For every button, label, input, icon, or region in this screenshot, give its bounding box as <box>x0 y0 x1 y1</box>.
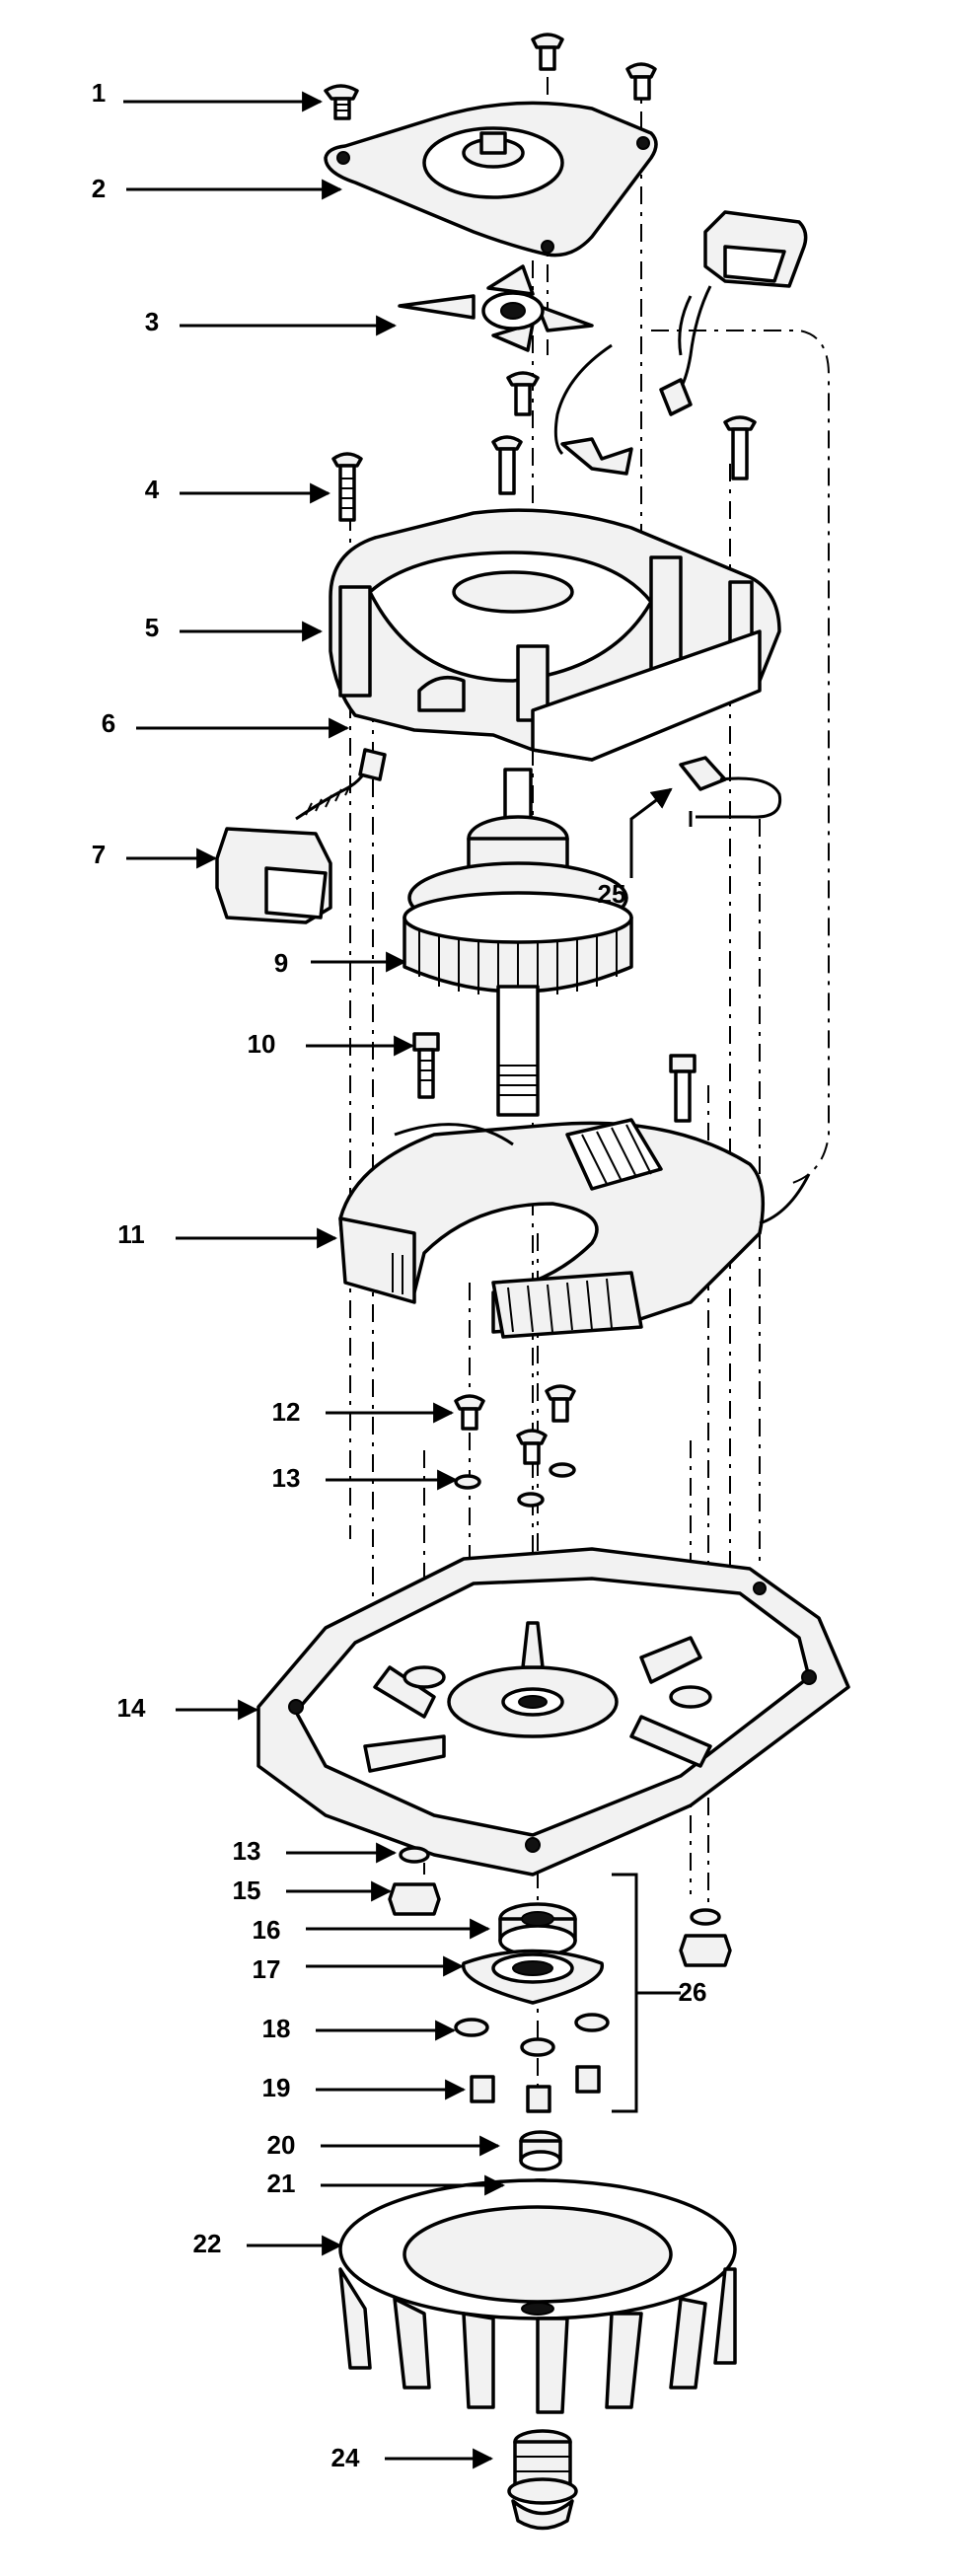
callout-number: 20 <box>267 2130 296 2160</box>
callout-number: 4 <box>145 475 160 504</box>
callout-14: 14 <box>117 1693 259 1723</box>
callout-number: 17 <box>253 1954 281 1984</box>
part-11-field-coil <box>338 1118 811 1339</box>
part-7-brush-block <box>215 827 332 924</box>
part-screw-top-center <box>531 33 564 71</box>
callout-10: 10 <box>248 1029 415 1059</box>
callout-24: 24 <box>331 2443 494 2472</box>
part-1-screw <box>324 84 359 120</box>
part-2-top-plate <box>324 101 658 258</box>
callout-number: 13 <box>272 1463 301 1493</box>
callout-number: 11 <box>117 1219 145 1249</box>
callout-number: 5 <box>145 613 159 642</box>
part-19-nuts <box>470 2065 601 2113</box>
callout-12: 12 <box>272 1397 455 1427</box>
callout-number: 16 <box>253 1915 281 1945</box>
callout-number: 3 <box>145 307 159 336</box>
part-10-bolt <box>412 1032 440 1099</box>
part-5-housing <box>329 508 781 762</box>
callout-number: 21 <box>267 2169 296 2198</box>
part-screw-top-right <box>625 62 657 101</box>
part-connector-plug <box>659 210 808 416</box>
callout-number: 14 <box>117 1693 146 1723</box>
part-screw-upper-center <box>491 371 757 495</box>
callout-6: 6 <box>102 708 350 739</box>
callout-2: 2 <box>92 174 343 203</box>
callout-22: 22 <box>193 2229 343 2258</box>
callout-number: 19 <box>262 2073 291 2102</box>
part-20-spacer <box>519 2130 562 2171</box>
callout-number: 22 <box>193 2229 222 2258</box>
part-18-washers <box>454 2013 610 2057</box>
callout-number: 6 <box>102 708 115 738</box>
part-13-washer-lower <box>399 1846 721 1926</box>
callout-number: 15 <box>233 1876 261 1905</box>
callout-labels: 1234567259101112131413151617261819202122… <box>92 78 707 2472</box>
part-4-screw <box>331 452 363 522</box>
callout-26: 26 <box>679 1977 707 2007</box>
callout-19: 19 <box>262 2073 467 2102</box>
part-24-coupler <box>507 2429 578 2531</box>
callout-16: 16 <box>253 1915 491 1945</box>
callout-15: 15 <box>233 1876 393 1905</box>
callout-number: 25 <box>598 879 626 909</box>
part-17-retainer <box>462 1949 604 2005</box>
part-6-brush-spring <box>295 748 387 821</box>
part-lead-wire <box>553 343 633 476</box>
callout-9: 9 <box>274 948 407 978</box>
part-3-impeller <box>398 264 594 352</box>
part-25-terminal <box>629 756 782 878</box>
callout-17: 17 <box>253 1954 465 1984</box>
part-16-bearing <box>498 1902 577 1957</box>
part-12-screws <box>454 1384 576 1465</box>
callout-3: 3 <box>145 307 398 336</box>
callout-18: 18 <box>262 2014 457 2043</box>
part-bolt-right <box>669 1054 696 1123</box>
callout-number: 26 <box>679 1977 707 2007</box>
callout-number: 18 <box>262 2014 291 2043</box>
callout-1: 1 <box>92 78 324 112</box>
callout-25: 25 <box>598 879 626 909</box>
part-26-bracket-group <box>612 1873 681 2113</box>
callout-number: 10 <box>248 1029 276 1059</box>
callout-20: 20 <box>267 2130 501 2160</box>
callout-13: 13 <box>233 1836 398 1866</box>
callout-4: 4 <box>145 475 331 504</box>
callout-5: 5 <box>145 613 324 642</box>
callout-number: 7 <box>92 840 106 869</box>
part-15-nut <box>388 1882 732 1967</box>
part-14-base-casting <box>257 1547 850 1877</box>
callout-number: 13 <box>233 1836 261 1866</box>
callout-number: 1 <box>92 78 106 108</box>
callout-7: 7 <box>92 840 218 869</box>
part-13-lockwashers <box>454 1462 576 1508</box>
callout-number: 24 <box>331 2443 360 2472</box>
part-22-fan <box>338 2178 737 2414</box>
callout-11: 11 <box>117 1219 338 1249</box>
callout-21: 21 <box>267 2169 506 2198</box>
callout-13: 13 <box>272 1463 459 1493</box>
callout-number: 9 <box>274 948 288 978</box>
callout-number: 12 <box>272 1397 301 1427</box>
callout-number: 2 <box>92 174 106 203</box>
part-9-armature <box>403 768 633 1117</box>
